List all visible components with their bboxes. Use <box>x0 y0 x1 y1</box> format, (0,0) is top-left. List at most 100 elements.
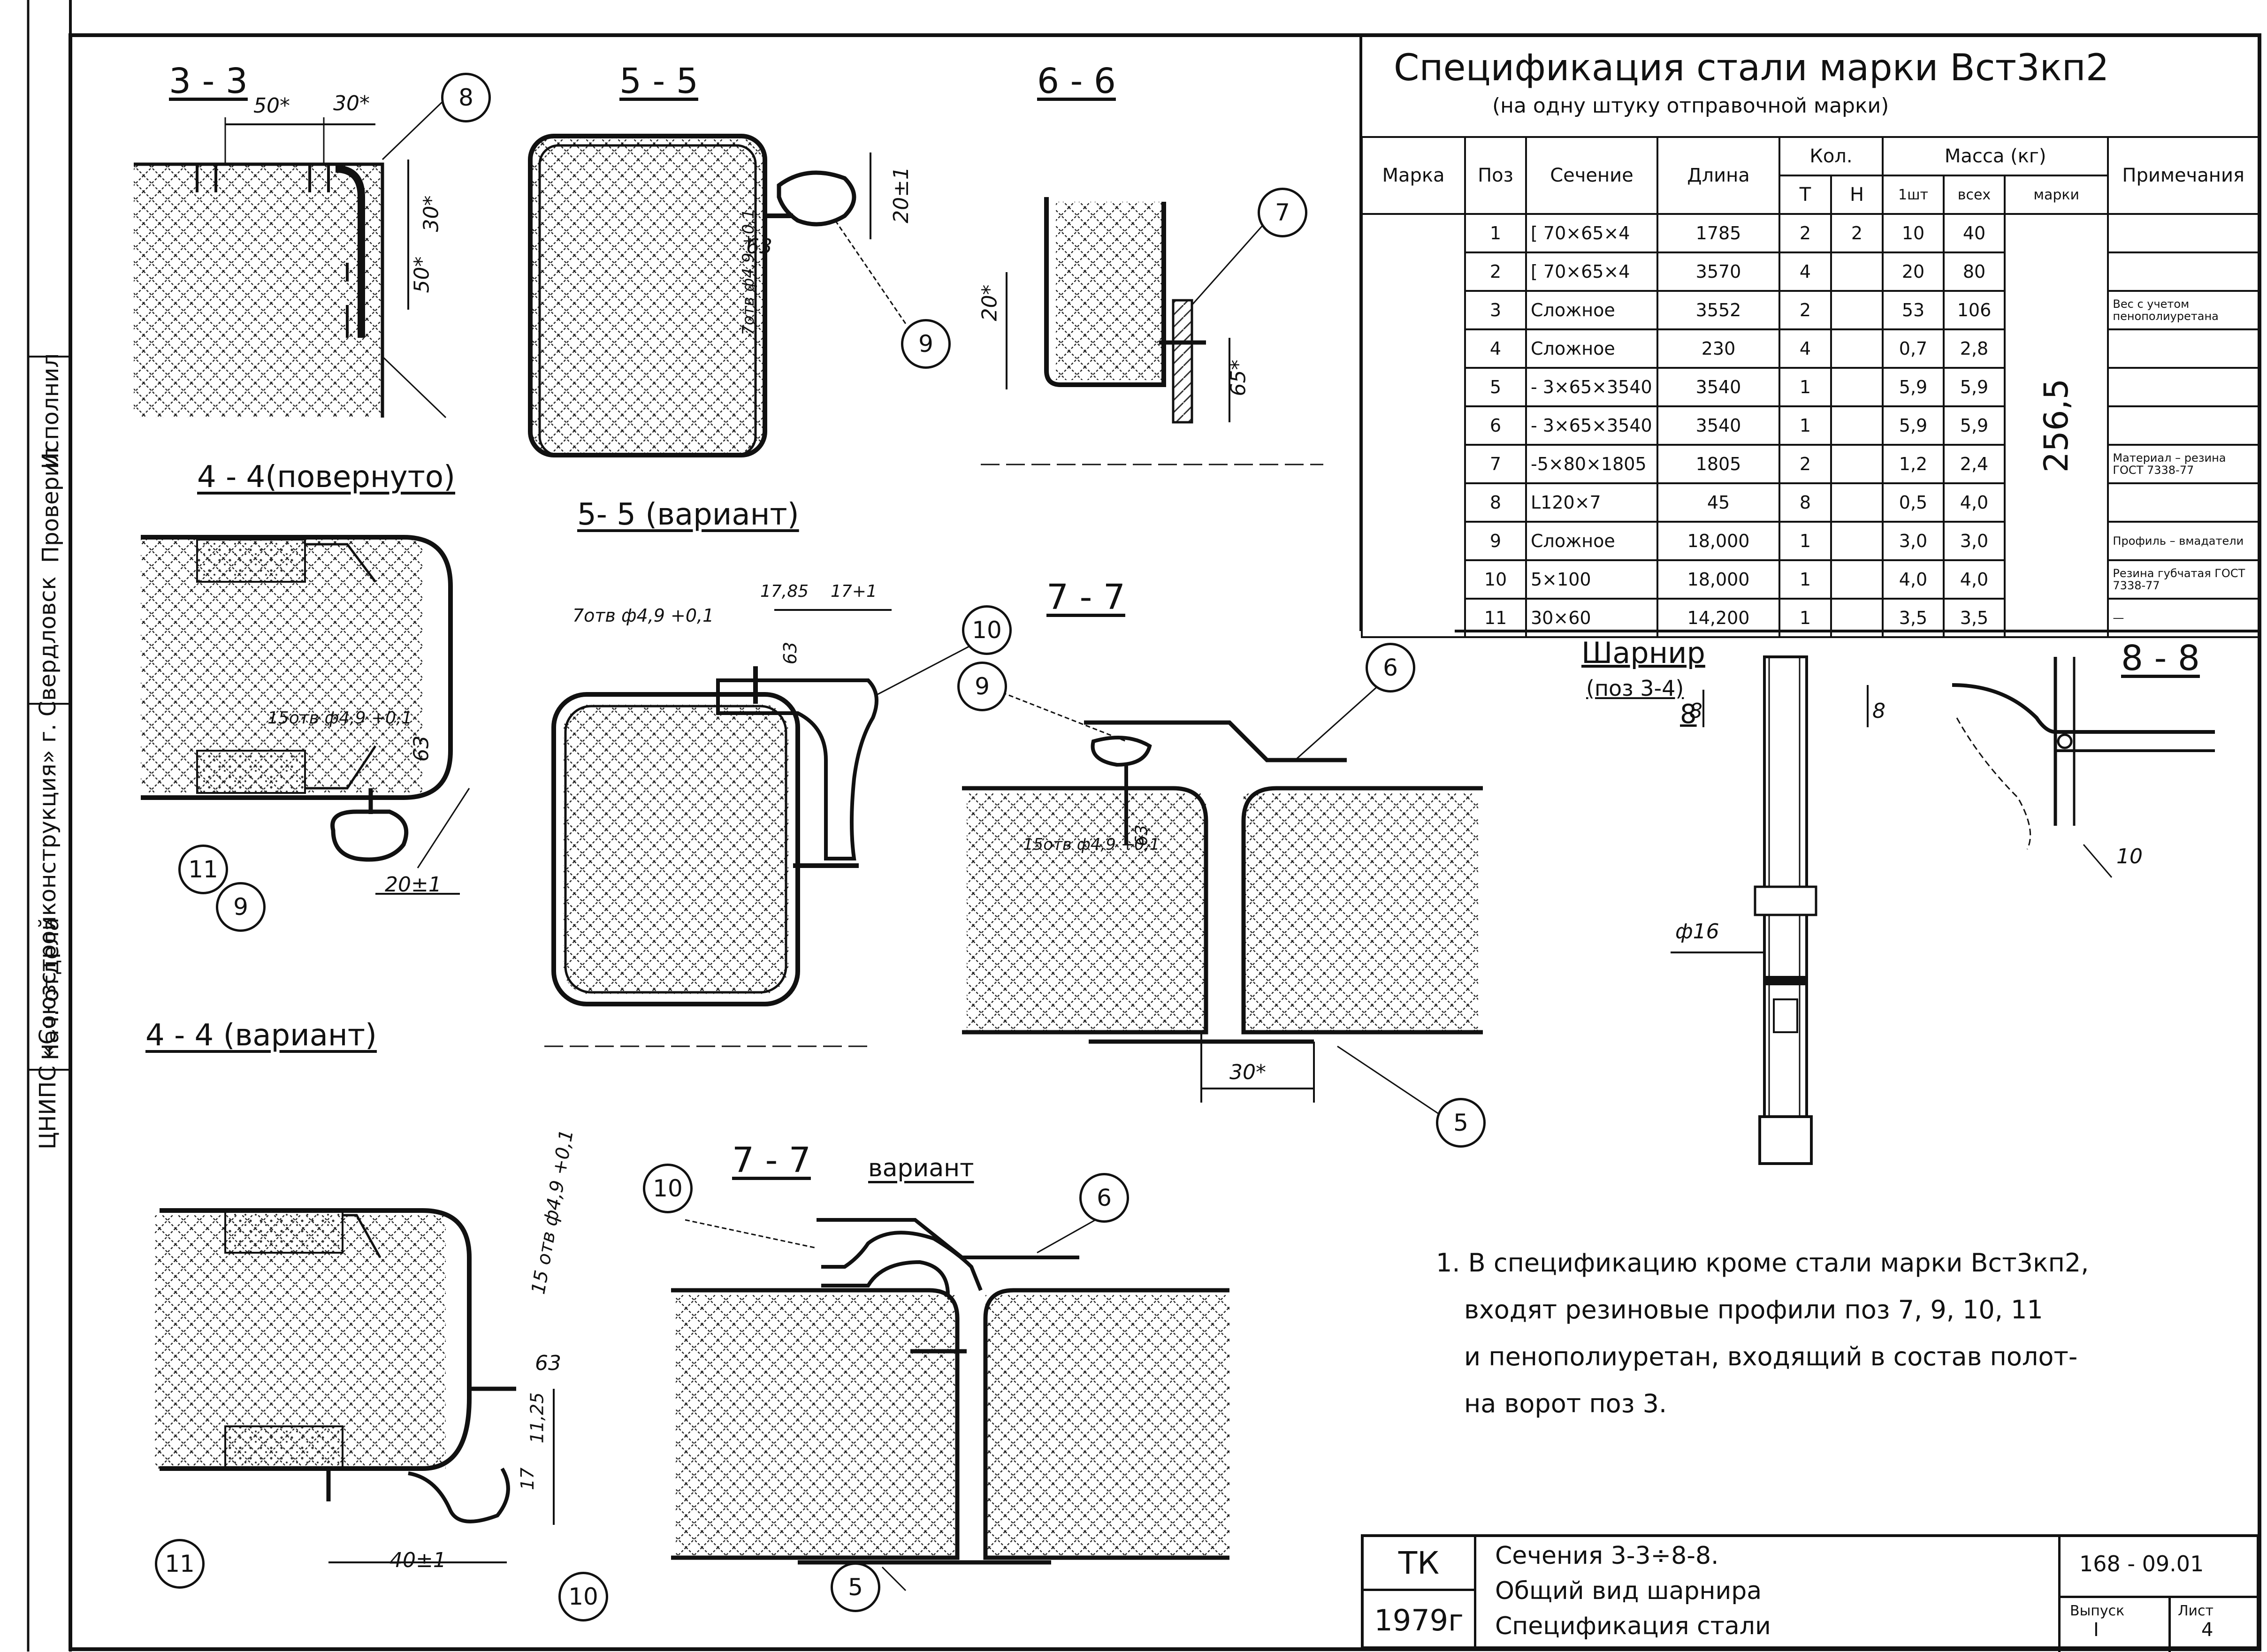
section-title-7-7-variant-sub: вариант <box>868 1154 974 1182</box>
dim-20-a: 20±1 <box>889 167 913 223</box>
dim-7holes-b: 7отв ф4,9 +0,1 <box>572 605 714 626</box>
dim-30-top: 30* <box>333 91 370 115</box>
spec-cell: 3,0 <box>1882 521 1945 561</box>
section-3-3-drawing <box>134 98 447 419</box>
spec-cell: Сложное <box>1525 521 1658 561</box>
spec-note-cell <box>2107 405 2259 446</box>
spec-cell: - 3×65×3540 <box>1525 405 1658 446</box>
spec-cell: 2,4 <box>1943 444 2006 484</box>
note-line-4: на ворот поз 3. <box>1464 1389 1667 1418</box>
header-qty: Кол. <box>1778 136 1884 176</box>
spec-cell: 2 <box>1778 444 1832 484</box>
title-block-year: 1979г <box>1364 1591 1476 1649</box>
spec-cell: 45 <box>1656 482 1780 523</box>
spec-cell: 230 <box>1656 328 1780 369</box>
section-5-5-variant-drawing <box>544 609 977 1047</box>
spec-cell: 8 <box>1778 482 1832 523</box>
spec-note-cell: Профиль – вмадатели <box>2107 521 2259 561</box>
note-line-2: входят резиновые профили поз 7, 9, 10, 1… <box>1464 1295 2043 1325</box>
spec-cell: 1785 <box>1656 213 1780 253</box>
spec-cell: 0,7 <box>1882 328 1945 369</box>
spec-cell: 9 <box>1464 521 1527 561</box>
header-qty-n: Н <box>1830 175 1884 215</box>
section-title-4-4-variant: 4 - 4 (вариант) <box>145 1018 377 1053</box>
dim-11-25: 11,25 <box>527 1392 548 1444</box>
hinge-cut-label: 8 <box>1680 699 1697 730</box>
spec-cell: 4,0 <box>1943 482 2006 523</box>
dim-50-top: 50* <box>253 94 290 118</box>
spec-cell: 8 <box>1464 482 1527 523</box>
title-block-right: 168 - 09.01 Выпуск I Лист 4 <box>2058 1537 2260 1652</box>
spec-cell: 5×100 <box>1525 559 1658 600</box>
callout-bubble: 10 <box>962 605 1012 655</box>
callout-bubble: 11 <box>155 1539 205 1589</box>
section-title-5-5: 5 - 5 <box>619 61 698 101</box>
spec-cell: 3540 <box>1656 367 1780 407</box>
spec-mass-mark-total: 256,5 <box>2037 378 2076 473</box>
title-block-code: ТК <box>1364 1537 1476 1591</box>
hinge-subtitle: (поз 3-4) <box>1586 676 1684 701</box>
spec-cell: 20 <box>1882 251 1945 292</box>
section-4-4-drawing <box>141 535 470 895</box>
title-block-line-2: Общий вид шарнира <box>1495 1577 1762 1605</box>
spec-cell: 3,0 <box>1943 521 2006 561</box>
callout-bubble: 11 <box>178 845 228 894</box>
spec-note-cell: Резина губчатая ГОСТ 7338-77 <box>2107 559 2259 600</box>
callout-bubble: 9 <box>901 319 951 369</box>
spec-cell: 4 <box>1778 328 1832 369</box>
spec-cell: Сложное <box>1525 328 1658 369</box>
spec-cell: 10 <box>1464 559 1527 600</box>
header-mass-1: 1шт <box>1882 175 1945 215</box>
spec-mark-cell <box>1361 213 1466 638</box>
spec-cell: 106 <box>1943 290 2006 330</box>
dim-63-c: 63 <box>780 641 801 665</box>
spec-cell: 3,5 <box>1882 598 1945 638</box>
dim-cut-8-right: 8 <box>1872 699 1885 723</box>
dim-cut-8-left: 8 <box>1689 699 1702 723</box>
spec-cell: 10 <box>1882 213 1945 253</box>
spec-cell <box>1830 444 1884 484</box>
callout-bubble: 9 <box>216 882 266 932</box>
header-mass: Масса (кг) <box>1881 136 2109 176</box>
spec-title: Спецификация стали марки Вст3кп2 <box>1394 47 2109 89</box>
hinge-drawing <box>1671 655 2215 1165</box>
spec-table: Марка Поз Сечение Длина Кол. Масса (кг) … <box>1361 136 2259 638</box>
spec-cell: 1 <box>1778 521 1832 561</box>
spec-cell <box>1830 251 1884 292</box>
spec-cell: 5,9 <box>1943 405 2006 446</box>
section-title-8-8: 8 - 8 <box>2121 638 2200 678</box>
spec-cell: Сложное <box>1525 290 1658 330</box>
section-title-5-5-variant: 5- 5 (вариант) <box>577 497 799 532</box>
spec-cell: 3552 <box>1656 290 1780 330</box>
section-7-7-drawing <box>962 679 1483 1122</box>
stamp-role-head: Нач. отдела <box>38 917 64 1060</box>
spec-cell: 30×60 <box>1525 598 1658 638</box>
spec-cell: 4 <box>1464 328 1527 369</box>
spec-cell: 1805 <box>1656 444 1780 484</box>
title-block-sheet: 4 <box>2201 1619 2214 1641</box>
spec-cell: 18,000 <box>1656 521 1780 561</box>
section-title-7-7: 7 - 7 <box>1046 577 1125 617</box>
spec-note-cell <box>2107 367 2259 407</box>
section-title-3-3: 3 - 3 <box>169 61 248 101</box>
spec-cell: 5 <box>1464 367 1527 407</box>
section-5-5-drawing <box>528 134 907 457</box>
header-mark: Марка <box>1361 136 1466 215</box>
spec-cell: 5,9 <box>1882 367 1945 407</box>
spec-note-cell: — <box>2107 598 2259 638</box>
dim-65: 65* <box>1226 359 1251 396</box>
spec-cell: 1 <box>1464 213 1527 253</box>
section-title-6-6: 6 - 6 <box>1037 61 1116 101</box>
spec-cell: 11 <box>1464 598 1527 638</box>
stamp-role-executed: Исполнил <box>38 353 64 469</box>
spec-cell: - 3×65×3540 <box>1525 367 1658 407</box>
dim-7holes-a: 7отв ф4,9 +0,1 <box>739 209 758 335</box>
spec-cell: 4,0 <box>1882 559 1945 600</box>
